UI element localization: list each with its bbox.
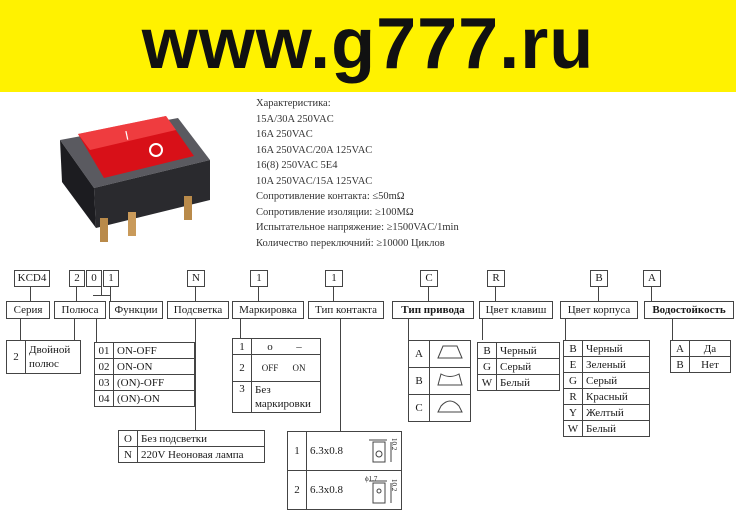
table-row: B — [408, 367, 471, 395]
table-row: 04(ON)-ON — [94, 390, 195, 407]
code-body-color: B — [590, 270, 608, 287]
spec-line: Сопротивление изоляции: ≥100MΩ — [256, 206, 414, 218]
table-row: 2 6.3x0.8 ϕ1.7 10.2 — [287, 470, 402, 510]
spec-line: Количество переключний: ≥10000 Циклов — [256, 237, 445, 249]
category-body-color: Цвет корпуса — [560, 301, 638, 319]
spec-line: 16A 250VAC — [256, 129, 313, 140]
terminal-drawing-icon — [369, 439, 392, 463]
terminal-3 — [184, 196, 192, 220]
category-functions: Функции — [109, 301, 163, 319]
housing-front — [94, 160, 210, 228]
terminal-drawing-icon — [369, 480, 392, 504]
spec-line: 10A 250VAC/15A 125VAC — [256, 175, 373, 187]
poles-key: 2 — [6, 340, 26, 374]
drive-table: A B C — [408, 340, 471, 422]
code-poles: 2 — [69, 270, 85, 287]
specifications: Характеристика: 15A/30A 250VAC 16A 250VA… — [256, 96, 459, 251]
category-key-color: Цвет клавиш — [479, 301, 553, 319]
spec-line: 16(8) 250VAC 5E4 — [256, 160, 338, 171]
terminal-1 — [100, 218, 108, 242]
table-row: 1 6.3x0.8 10.2 — [287, 431, 402, 471]
spec-line: Испытательное напряжение: ≥1500VAC/1min — [256, 222, 459, 233]
category-marking: Маркировка — [232, 301, 304, 319]
category-contact-type: Тип контакта — [308, 301, 384, 319]
flat-rocker-icon — [437, 345, 463, 359]
code-marking: 1 — [250, 270, 268, 287]
table-row: 03(ON)-OFF — [94, 374, 195, 391]
table-row: A — [408, 340, 471, 368]
table-row: C — [408, 394, 471, 422]
housing-side — [60, 140, 96, 228]
raised-rocker-icon — [437, 400, 463, 413]
code-backlight: N — [187, 270, 205, 287]
specs-title: Характеристика: — [256, 98, 331, 109]
code-contact: 1 — [325, 270, 343, 287]
spec-line: 16A 250VAC/20A 125VAC — [256, 144, 373, 156]
site-url[interactable]: www.g777.ru — [141, 4, 595, 84]
code-drive: C — [420, 270, 438, 287]
poles-value: Двойной полюс — [25, 340, 81, 374]
table-row: 3 Без маркировки — [232, 381, 321, 413]
svg-text:I: I — [124, 129, 130, 143]
code-key-color: R — [487, 270, 505, 287]
spec-line: 15A/30A 250VAC — [256, 113, 334, 125]
poles-table: 2 Двойной полюс — [6, 340, 81, 374]
curved-rocker-icon — [437, 373, 463, 386]
category-poles: Полюса — [54, 301, 106, 319]
table-row: 1 o– — [232, 338, 321, 355]
category-backlight: Подсветка — [167, 301, 229, 319]
spec-line: Сопротивление контакта: ≤50mΩ — [256, 191, 405, 202]
terminal-2 — [128, 212, 136, 236]
switch-photo: I — [60, 116, 210, 242]
category-drive-type: Тип привода — [392, 301, 474, 319]
banner: www.g777.ru — [0, 0, 736, 92]
code-function-2: 1 — [103, 270, 119, 287]
code-waterproof: A — [643, 270, 661, 287]
code-function-1: 0 — [86, 270, 102, 287]
code-series: KCD4 — [14, 270, 50, 287]
category-waterproof: Водостойкость — [644, 301, 734, 319]
contact-table: 1 6.3x0.8 10.2 2 6.3x0.8 ϕ1.7 10.2 — [287, 431, 402, 510]
category-series: Серия — [6, 301, 50, 319]
